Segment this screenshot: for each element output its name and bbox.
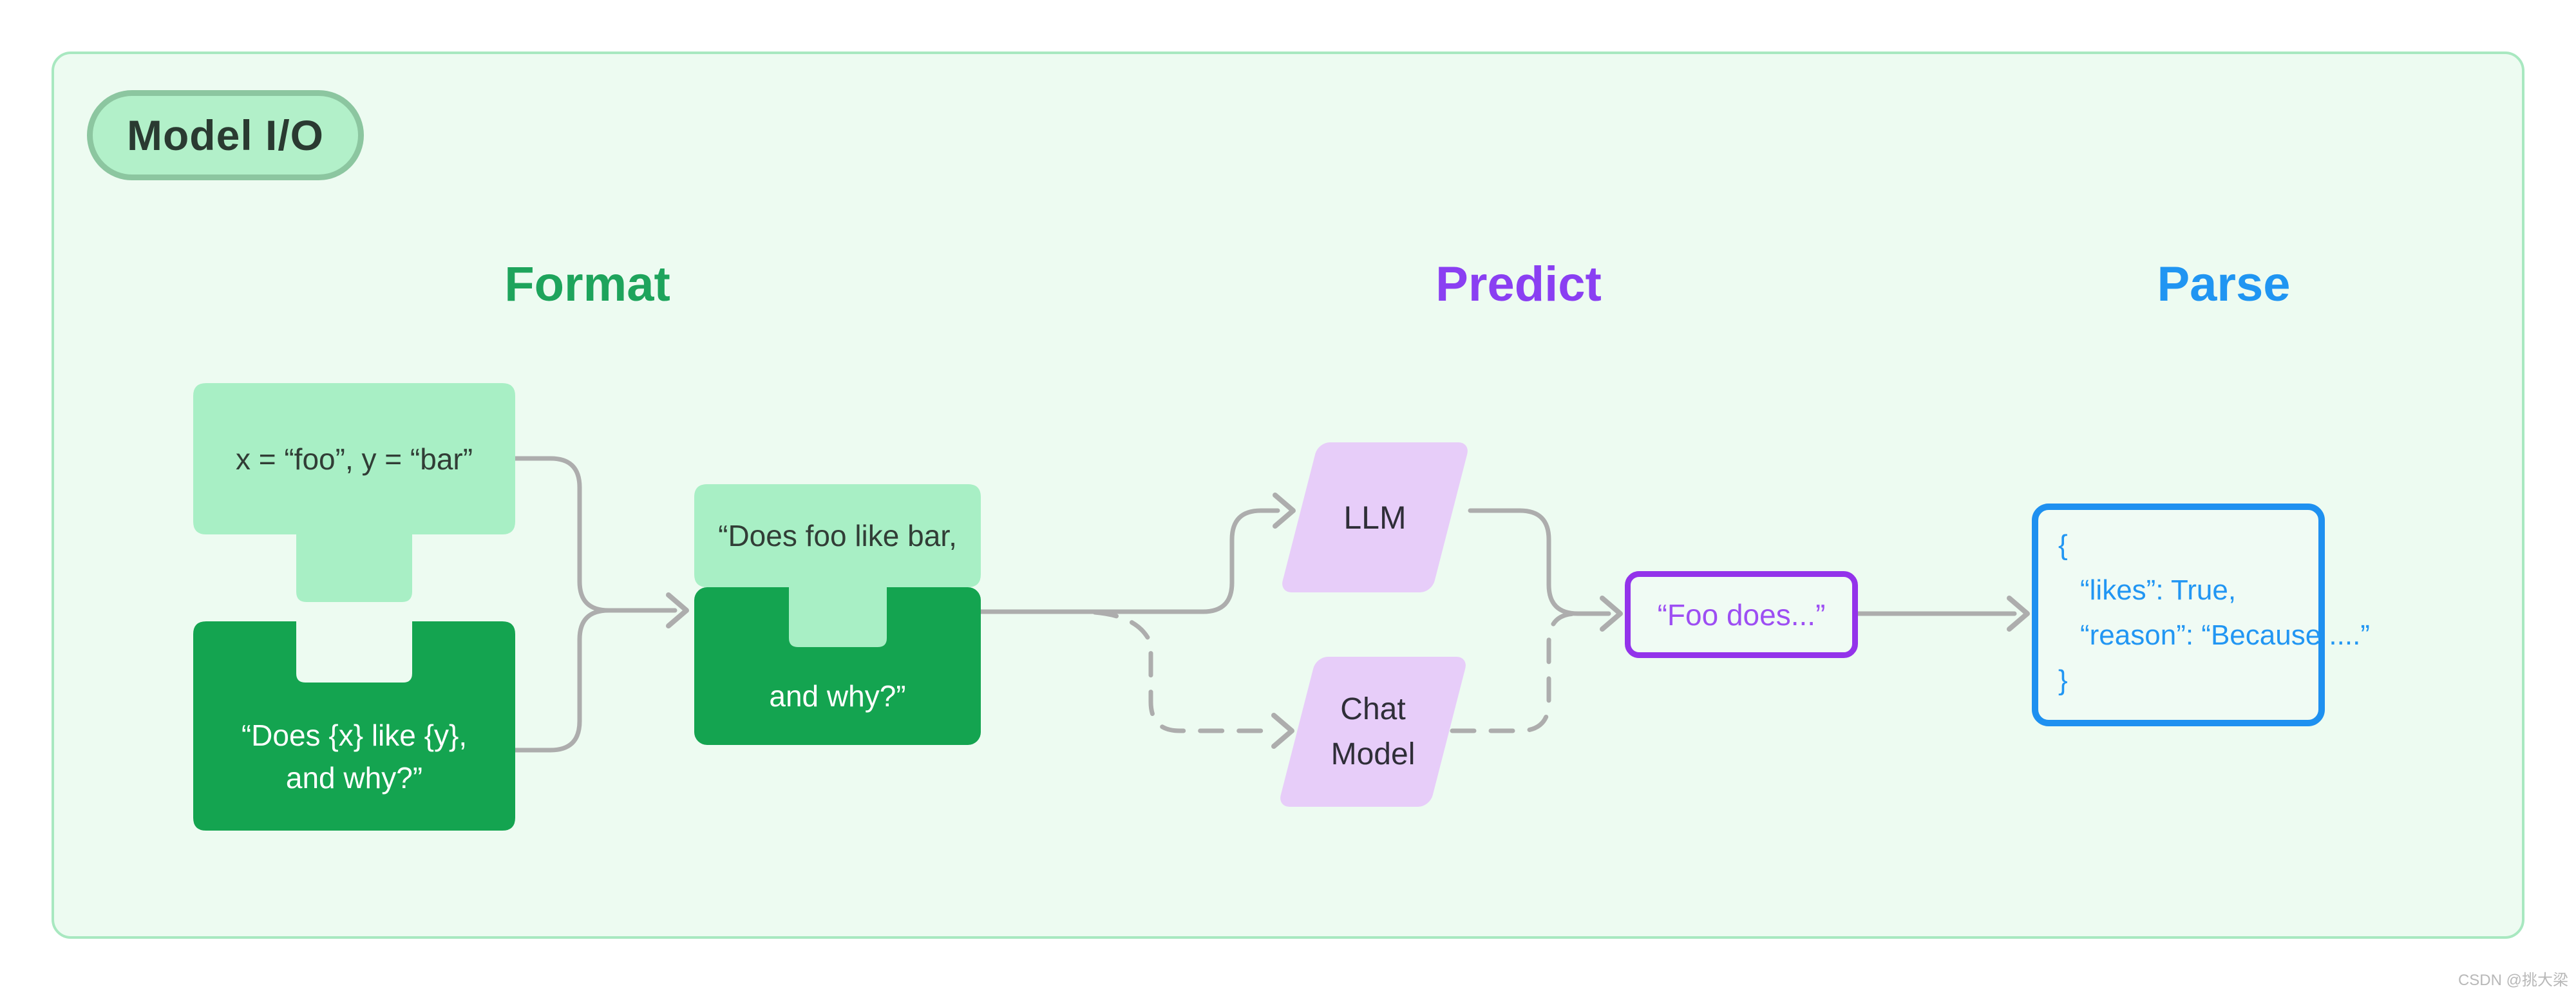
connector-formatted-to-chat-dashed <box>1092 610 1278 733</box>
formatted-prompt-light-shape <box>694 484 981 647</box>
formatted-prompt-bottom-label: and why?” <box>769 679 906 713</box>
watermark: CSDN @挑大梁 <box>2458 972 2568 989</box>
chat-model-line-1: Chat <box>1340 692 1406 726</box>
connector-formatted-to-llm <box>978 508 1280 614</box>
format-heading: Format <box>504 257 670 312</box>
prompt-template-node-label: “Does {x} like {y}, and why?” <box>193 683 515 831</box>
completion-node-label: “Foo does...” <box>1657 598 1826 632</box>
arrowhead-into-chat <box>1271 713 1294 749</box>
parsed-output-line-1: { <box>2058 529 2068 561</box>
parsed-output-code: { “likes”: True, “reason”: “Because ....… <box>2058 523 2370 703</box>
connector-chat-to-completion-dashed <box>1450 611 1579 733</box>
connector-variables <box>513 456 611 613</box>
chat-model-line-2: Model <box>1331 737 1416 771</box>
arrowhead-into-formatted <box>666 592 689 628</box>
arrowhead-into-completion <box>1600 596 1623 632</box>
connector-llm-to-completion <box>1468 508 1611 616</box>
parsed-output-line-3: “reason”: “Because ....” <box>2080 619 2370 651</box>
formatted-prompt-dark-shape <box>694 587 981 745</box>
formatted-prompt-top-label: “Does foo like bar, <box>718 519 957 552</box>
parsed-output-line-4: } <box>2058 664 2068 696</box>
parsed-output-node <box>2032 504 2325 726</box>
variables-shape <box>193 383 515 602</box>
completion-node: “Foo does...” <box>1625 571 1858 658</box>
model-io-badge: Model I/O <box>87 90 364 180</box>
prompt-template-shape <box>193 621 515 831</box>
prompt-template-line-1: “Does {x} like {y}, <box>241 719 468 752</box>
parsed-output-line-2: “likes”: True, <box>2080 574 2237 606</box>
parse-heading: Parse <box>2157 257 2291 312</box>
chat-model-node-label: Chat Model <box>1297 657 1449 807</box>
predict-heading: Predict <box>1435 257 1602 312</box>
llm-node-label: LLM <box>1343 499 1406 536</box>
arrowhead-into-llm <box>1273 493 1296 529</box>
arrowhead-into-parsed <box>2007 596 2030 632</box>
variables-node-label: x = “foo”, y = “bar” <box>235 442 473 476</box>
connector-template <box>513 608 611 753</box>
model-io-badge-label: Model I/O <box>127 111 324 159</box>
prompt-template-line-2: and why?” <box>285 761 423 795</box>
